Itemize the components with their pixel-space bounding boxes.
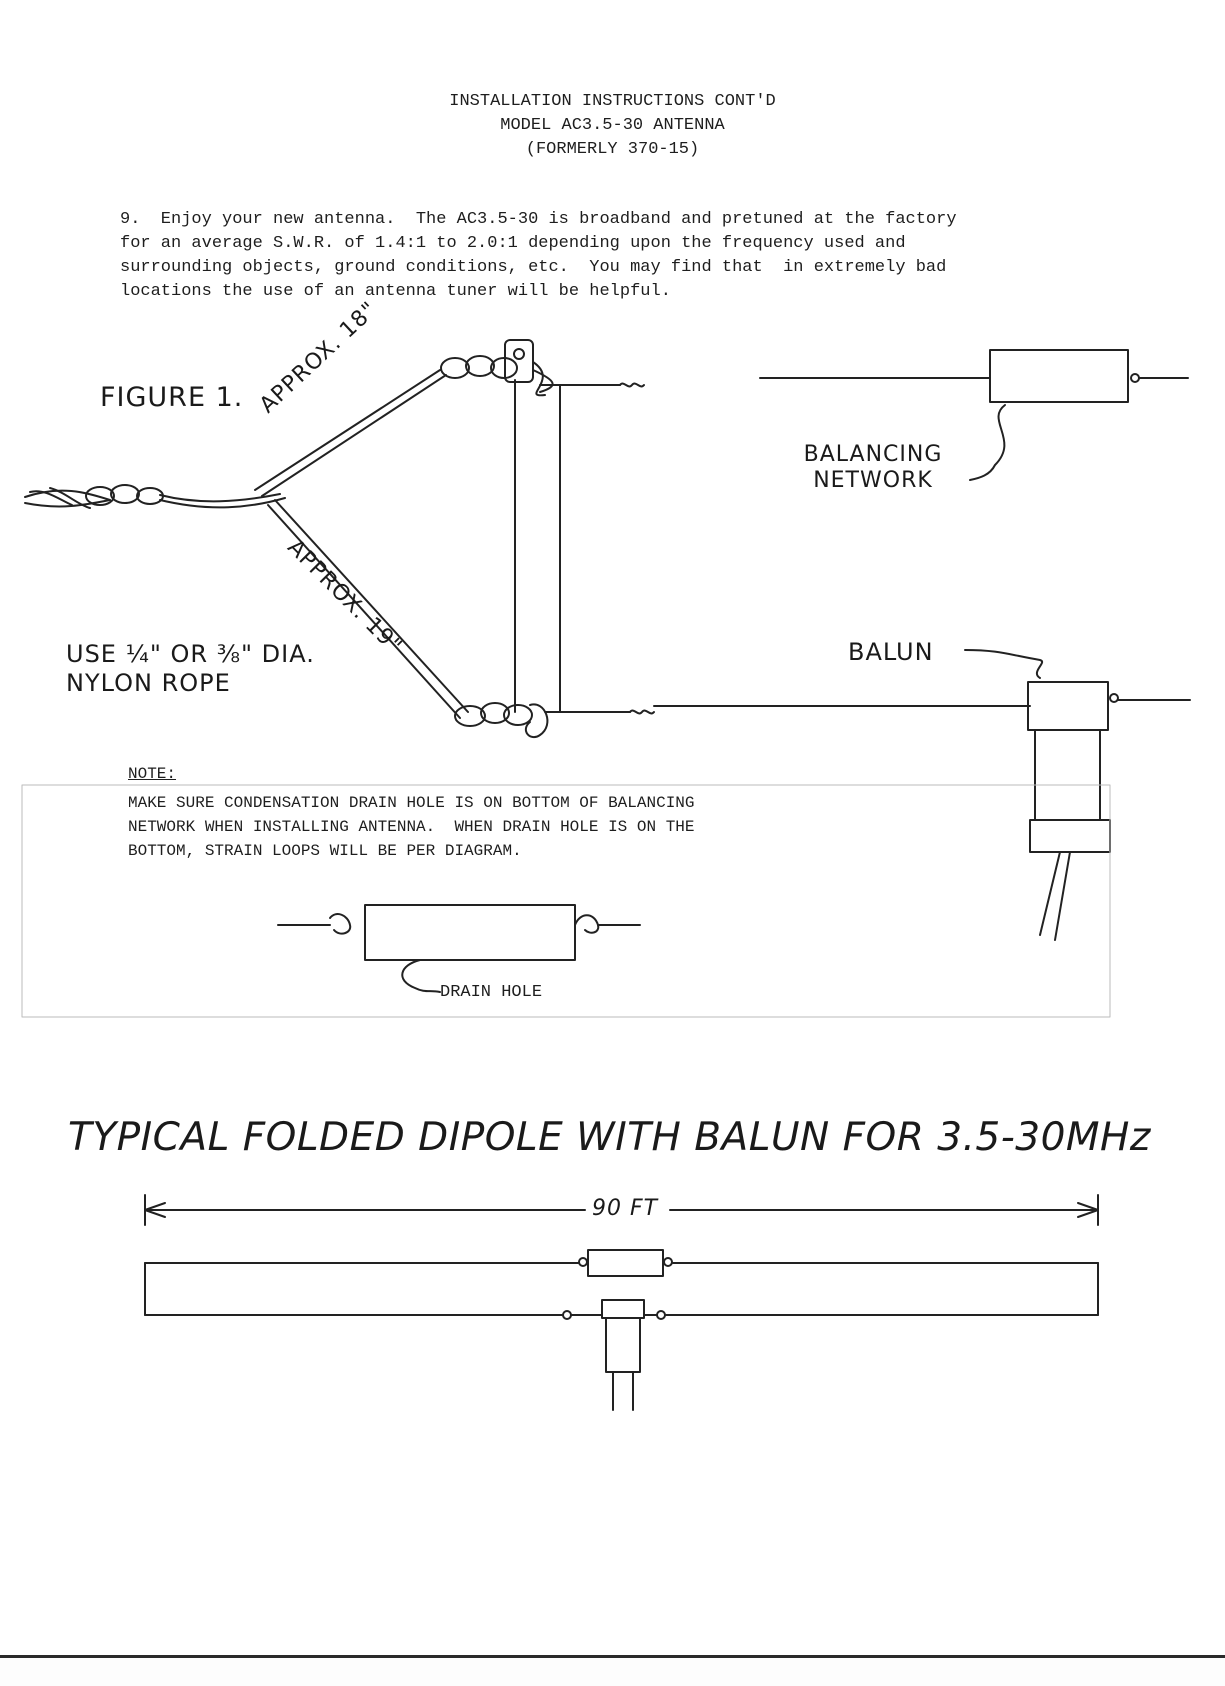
rope-spec-line1: USE ¼" OR ⅜" DIA. (66, 640, 315, 668)
balun-leader (964, 649, 1043, 679)
header-formerly: (FORMERLY 370-15) (525, 140, 700, 159)
bottom-clamp (454, 702, 549, 739)
note-line1: MAKE SURE CONDENSATION DRAIN HOLE IS ON … (128, 794, 695, 812)
note-line2: NETWORK WHEN INSTALLING ANTENNA. WHEN DR… (128, 818, 695, 836)
scan-margin (0, 1658, 1225, 1686)
rope-spec-line2: NYLON ROPE (66, 669, 231, 697)
lower-rope (267, 499, 469, 719)
balun-label: BALUN (848, 638, 934, 666)
drain-hole-diagram (277, 904, 641, 993)
drain-hole-label: DRAIN HOLE (440, 983, 543, 1002)
balun-body (1027, 681, 1191, 941)
figure1-label: FIGURE 1. (100, 382, 244, 413)
header-title: INSTALLATION INSTRUCTIONS CONT'D (449, 92, 776, 111)
strain-loop-left (159, 493, 286, 509)
note-line3: BOTTOM, STRAIN LOOPS WILL BE PER DIAGRAM… (128, 842, 522, 860)
upper-rope (254, 369, 447, 497)
top-clamp (440, 339, 554, 397)
balancing-network-box (989, 349, 1129, 403)
note-heading: NOTE: (128, 765, 177, 783)
step9-line4: locations the use of an antenna tuner wi… (120, 282, 671, 301)
page-bottom-edge (0, 1655, 1225, 1658)
balancing-network-leader (969, 404, 1006, 481)
mast (514, 379, 561, 713)
header-model: MODEL AC3.5-30 ANTENNA (500, 116, 725, 135)
balancing-network-label: BALANCING NETWORK (803, 442, 943, 493)
step9-line2: for an average S.W.R. of 1.4:1 to 2.0:1 … (120, 234, 906, 253)
note-box (21, 784, 1111, 1018)
dipole-length-label: 90 FT (592, 1196, 659, 1221)
nylon-rope-left (24, 484, 164, 509)
step9-line3: surrounding objects, ground conditions, … (120, 258, 947, 277)
step9-line1: 9. Enjoy your new antenna. The AC3.5-30 … (120, 210, 957, 229)
dipole-title: TYPICAL FOLDED DIPOLE WITH BALUN FOR 3.5… (68, 1115, 1151, 1160)
folded-dipole (144, 1194, 1099, 1411)
